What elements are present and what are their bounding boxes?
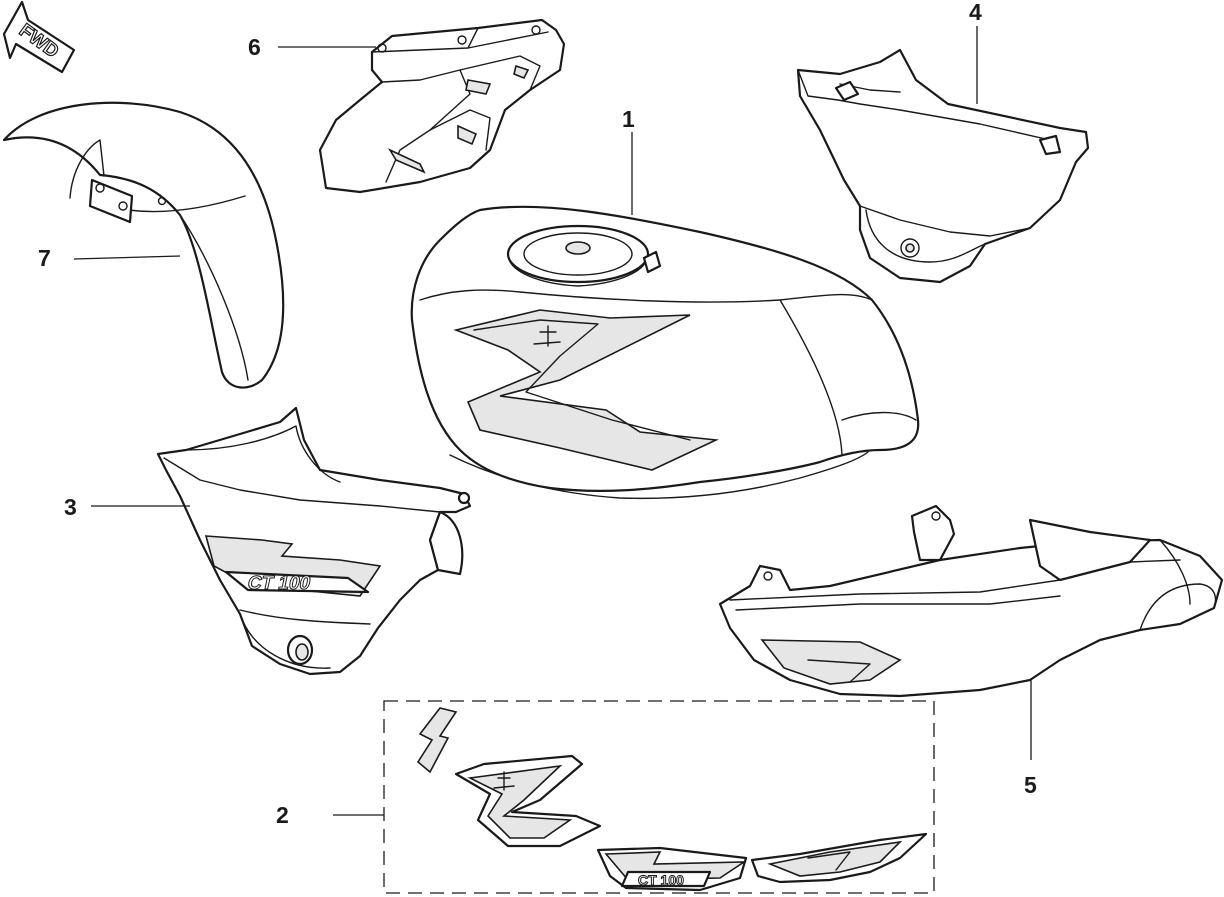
callout-4: 4 <box>969 0 982 25</box>
decal-badge: CT 100 <box>638 872 684 888</box>
callout-7: 7 <box>38 245 51 271</box>
side-panel-right <box>796 48 1090 284</box>
callout-2: 2 <box>276 802 289 828</box>
front-fender <box>2 101 285 389</box>
leader-lines <box>73 26 1032 816</box>
fuel-tank <box>410 205 920 500</box>
headlight-bracket-cover <box>318 18 566 194</box>
side-panel-left: CT 100 <box>156 406 472 676</box>
callout-labels: 1 2 3 4 5 6 7 <box>38 0 1037 828</box>
callout-1: 1 <box>622 106 635 132</box>
arrow-icon <box>2 0 76 74</box>
callout-6: 6 <box>248 34 261 60</box>
tail-cover <box>718 504 1224 698</box>
callout-3: 3 <box>64 494 77 520</box>
side-panel-badge: CT 100 <box>246 573 313 594</box>
decal-set: CT 100 <box>383 700 935 894</box>
callout-5: 5 <box>1024 772 1037 798</box>
fwd-indicator: FWD <box>2 0 76 74</box>
